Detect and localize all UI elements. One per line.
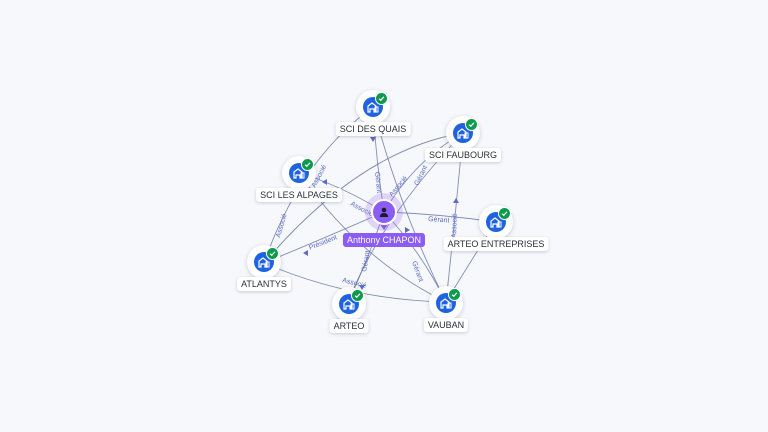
verified-check-icon (465, 118, 478, 131)
company-name: SCI DES QUAIS (335, 122, 411, 136)
company-name: SCI FAUBOURG (424, 148, 502, 162)
person-icon (371, 199, 397, 225)
pin-tip (379, 223, 389, 230)
edge-label: Gérant (414, 165, 430, 187)
verified-check-icon (266, 247, 279, 260)
arrowhead (359, 285, 365, 290)
company-name: ARTEO (329, 319, 369, 333)
company-name: ARTEO ENTREPRISES (443, 237, 549, 251)
edge-label: Gérant (410, 260, 424, 283)
verified-check-icon (448, 288, 461, 301)
company-name: SCI LES ALPAGES (256, 188, 342, 202)
company-name: ATLANTYS (237, 277, 291, 291)
edge-label: Associé (275, 213, 289, 239)
arrowhead (453, 198, 459, 203)
arrowhead (370, 137, 376, 142)
company-name: VAUBAN (423, 318, 469, 332)
edge-sci-faubourg-atlantys (263, 132, 464, 264)
verified-check-icon (498, 207, 511, 220)
arrowhead (405, 227, 410, 233)
verified-check-icon (301, 158, 314, 171)
person-name: Anthony CHAPON (342, 233, 426, 247)
verified-check-icon (375, 92, 388, 105)
edge-label: Gérant (361, 250, 372, 272)
edge-label: Gérant (373, 171, 382, 193)
arrowhead (322, 179, 327, 185)
edge-label: Président (308, 234, 338, 252)
edge-label: Gérant (428, 216, 450, 224)
verified-check-icon (351, 289, 364, 302)
arrowhead (303, 250, 308, 256)
edge-label: Associé (451, 213, 459, 238)
